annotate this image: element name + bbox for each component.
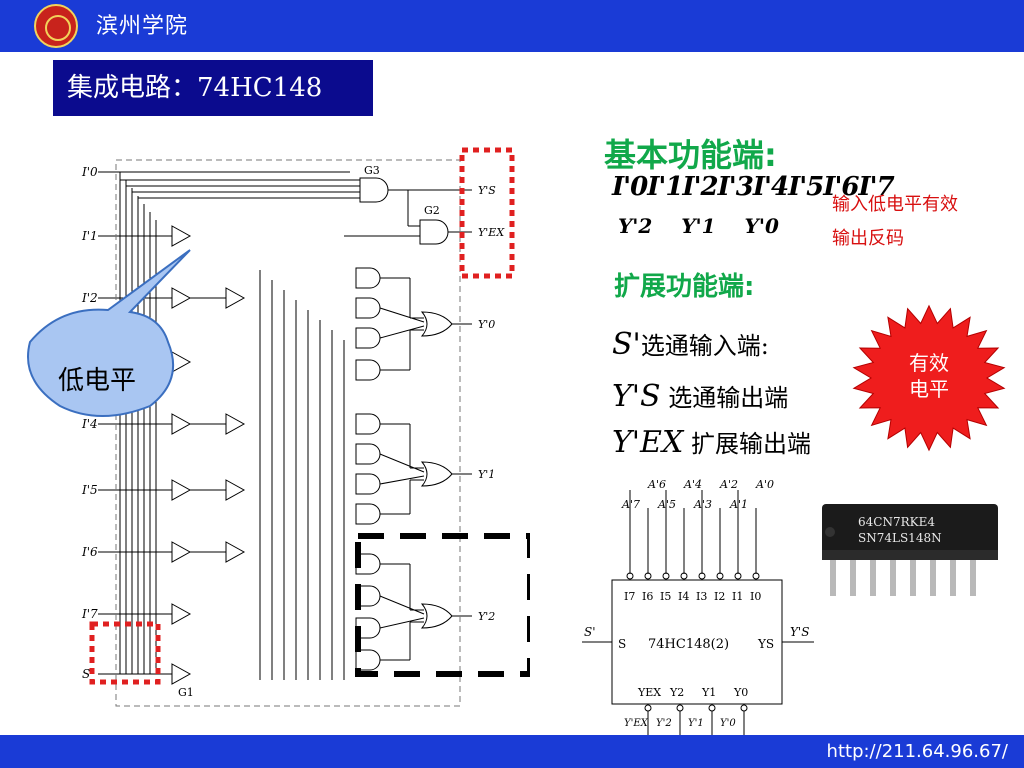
input-label-i5: I'5 <box>81 483 98 497</box>
chip-left-pin: S <box>618 637 626 651</box>
chip-pin-top: I3 <box>696 590 707 603</box>
badge-line2: 电平 <box>909 377 949 401</box>
output-label-y0: Y'0 <box>478 318 495 331</box>
footer-url: http://211.64.96.67/ <box>826 741 1008 762</box>
chip-top-label: A'0 <box>755 478 774 491</box>
slide-title: 集成电路：74HC148 <box>53 60 373 116</box>
school-logo <box>34 4 78 48</box>
chip-pin-top: I5 <box>660 590 671 603</box>
ext-row-yex: Y'EX 扩展输出端 <box>612 424 811 460</box>
chip-bottom-ext: Y'EX <box>624 718 649 729</box>
extended-title: 扩展功能端: <box>614 272 755 302</box>
gate-label-g2: G2 <box>424 204 440 217</box>
yex-label: 扩展输出端 <box>690 430 811 458</box>
note-input-low: 输入低电平有效 <box>832 194 958 215</box>
output-label-ys: Y'S <box>478 184 496 197</box>
ys-label: 选通输出端 <box>668 384 789 412</box>
chip-top-label: A'5 <box>657 498 676 511</box>
top-bar: 滨州学院 <box>0 0 1024 52</box>
basic-title: 基本功能端: <box>604 136 777 174</box>
chip-top-label: A'1 <box>729 498 748 511</box>
chip-top-label: A'6 <box>647 478 666 491</box>
chip-diagram: 74HC148(2) S S' YS Y'S I7 I6 I5 I4 I3 I2 I1 I0 A… <box>582 478 814 738</box>
input-label-i0: I'0 <box>81 165 98 179</box>
chip-top-label: A'2 <box>719 478 738 491</box>
ext-row-s: S'选通输入端: <box>612 326 769 362</box>
chip-name: 74HC148(2) <box>648 637 729 652</box>
chip-bottom-ext: Y'2 <box>656 718 672 729</box>
chip-pin-bottom: Y0 <box>733 686 748 699</box>
input-label-i4: I'4 <box>81 417 98 431</box>
chip-pin-bottom: YEX <box>637 686 661 699</box>
chip-pin-top: I1 <box>732 590 743 603</box>
output-label-yex: Y'EX <box>478 226 505 239</box>
ext-row-ys: Y'S 选通输出端 <box>612 378 788 414</box>
badge-text: 有效 电平 <box>874 350 984 402</box>
output-label-y2: Y'2 <box>478 610 495 623</box>
chip-bottom-ext: Y'0 <box>720 718 736 729</box>
chip-pin-top: I7 <box>624 590 635 603</box>
badge-line1: 有效 <box>909 351 949 375</box>
input-label-i1: I'1 <box>81 229 98 243</box>
input-label-i6: I'6 <box>81 545 98 559</box>
chip-pin-bottom: Y1 <box>701 686 716 699</box>
note-output-inverse: 输出反码 <box>832 228 904 249</box>
s-symbol: S' <box>612 327 641 362</box>
chip-left-ext: S' <box>584 625 596 639</box>
chip-top-label: A'7 <box>621 498 640 511</box>
chip-right-ext: Y'S <box>790 625 809 639</box>
chip-right-pin: YS <box>757 637 774 651</box>
basic-outputs: Y'2 Y'1 Y'0 <box>618 214 779 238</box>
ys-symbol: Y'S <box>612 379 661 414</box>
chip-pin-top: I4 <box>678 590 689 603</box>
chip-top-label: A'4 <box>683 478 702 491</box>
chip-bottom-ext: Y'1 <box>688 718 704 729</box>
chip-photo-line1: 64CN7RKE4 <box>858 515 935 529</box>
bottom-bar: http://211.64.96.67/ <box>0 735 1024 768</box>
chip-pin-top: I0 <box>750 590 761 603</box>
school-name: 滨州学院 <box>96 14 189 39</box>
logic-diagram: I'0 I'1 I'2 I'3 I'4 I'5 I'6 I'7 S' <box>81 147 530 707</box>
callout-text: 低电平 <box>57 366 136 396</box>
callout-bubble <box>27 249 191 417</box>
chip-pin-top: I2 <box>714 590 725 603</box>
chip-pin-bottom: Y2 <box>669 686 684 699</box>
basic-inputs: I'0I'1I'2I'3I'4I'5I'6I'7 <box>612 172 895 202</box>
chip-pin-top: I6 <box>642 590 653 603</box>
input-label-i7: I'7 <box>81 607 98 621</box>
chip-photo-line2: SN74LS148N <box>858 531 942 545</box>
yex-symbol: Y'EX <box>612 425 684 460</box>
gate-label-g1: G1 <box>178 686 194 699</box>
starburst-badge <box>852 304 1006 452</box>
output-label-y1: Y'1 <box>478 468 495 481</box>
chip-top-label: A'3 <box>693 498 712 511</box>
input-label-s: S' <box>82 667 94 681</box>
chip-photo: 64CN7RKE4 SN74LS148N <box>822 504 998 596</box>
input-label-i2: I'2 <box>81 291 98 305</box>
gate-label-g3: G3 <box>364 164 380 177</box>
s-label: 选通输入端: <box>640 332 769 360</box>
